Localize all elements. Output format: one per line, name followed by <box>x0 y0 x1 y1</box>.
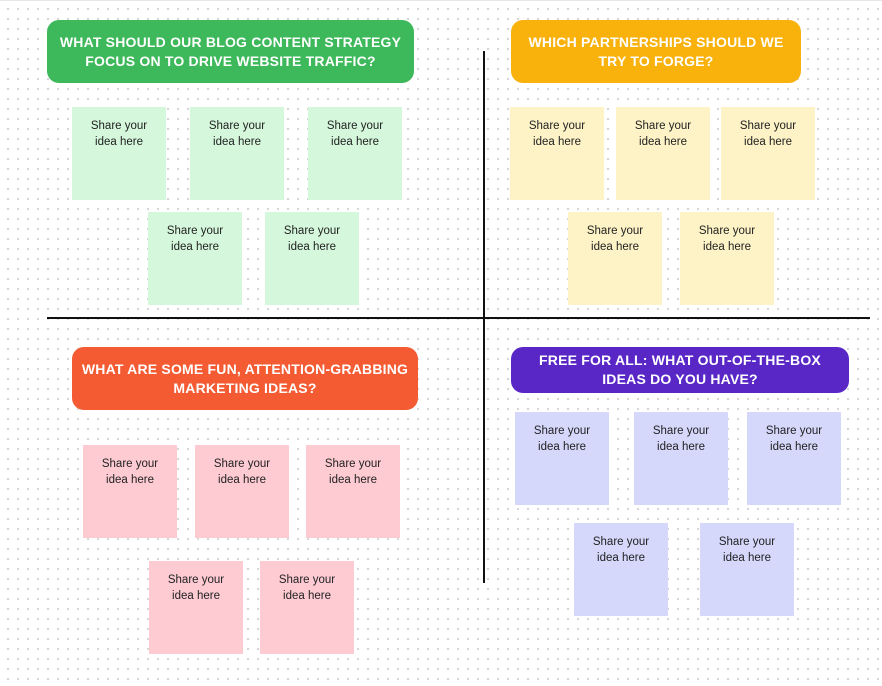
sticky-note-text: Share your idea here <box>698 225 756 253</box>
sticky-note-text: Share your idea here <box>739 120 797 148</box>
question-card-blog-strategy[interactable]: WHAT SHOULD OUR BLOG CONTENT STRATEGY FO… <box>47 20 414 83</box>
sticky-note[interactable]: Share your idea here <box>308 107 402 200</box>
sticky-note[interactable]: Share your idea here <box>72 107 166 200</box>
question-card-out-of-the-box[interactable]: FREE FOR ALL: WHAT OUT-OF-THE-BOX IDEAS … <box>511 347 849 393</box>
sticky-note[interactable]: Share your idea here <box>195 445 289 538</box>
sticky-note-text: Share your idea here <box>592 536 650 564</box>
sticky-note[interactable]: Share your idea here <box>510 107 604 200</box>
sticky-note-text: Share your idea here <box>634 120 692 148</box>
sticky-note-text: Share your idea here <box>278 574 336 602</box>
sticky-note-text: Share your idea here <box>586 225 644 253</box>
sticky-note[interactable]: Share your idea here <box>83 445 177 538</box>
sticky-note[interactable]: Share your idea here <box>700 523 794 616</box>
sticky-note[interactable]: Share your idea here <box>515 412 609 505</box>
quadrant-divider-horizontal <box>47 317 870 319</box>
sticky-note-text: Share your idea here <box>324 458 382 486</box>
sticky-note-text: Share your idea here <box>718 536 776 564</box>
sticky-note-text: Share your idea here <box>208 120 266 148</box>
sticky-note-text: Share your idea here <box>528 120 586 148</box>
sticky-note[interactable]: Share your idea here <box>721 107 815 200</box>
sticky-note[interactable]: Share your idea here <box>680 212 774 305</box>
sticky-note[interactable]: Share your idea here <box>260 561 354 654</box>
sticky-note-text: Share your idea here <box>765 425 823 453</box>
sticky-note[interactable]: Share your idea here <box>574 523 668 616</box>
question-card-partnerships[interactable]: WHICH PARTNERSHIPS SHOULD WE TRY TO FORG… <box>511 20 801 83</box>
sticky-note[interactable]: Share your idea here <box>634 412 728 505</box>
sticky-note-text: Share your idea here <box>283 225 341 253</box>
sticky-note[interactable]: Share your idea here <box>190 107 284 200</box>
sticky-note-text: Share your idea here <box>166 225 224 253</box>
sticky-note[interactable]: Share your idea here <box>568 212 662 305</box>
sticky-note[interactable]: Share your idea here <box>747 412 841 505</box>
sticky-note[interactable]: Share your idea here <box>149 561 243 654</box>
question-card-marketing-ideas[interactable]: WHAT ARE SOME FUN, ATTENTION-GRABBING MA… <box>72 347 418 410</box>
sticky-note[interactable]: Share your idea here <box>306 445 400 538</box>
sticky-note[interactable]: Share your idea here <box>616 107 710 200</box>
sticky-note-text: Share your idea here <box>101 458 159 486</box>
sticky-note[interactable]: Share your idea here <box>265 212 359 305</box>
sticky-note-text: Share your idea here <box>167 574 225 602</box>
sticky-note-text: Share your idea here <box>533 425 591 453</box>
sticky-note-text: Share your idea here <box>213 458 271 486</box>
sticky-note-text: Share your idea here <box>90 120 148 148</box>
sticky-note-text: Share your idea here <box>652 425 710 453</box>
sticky-note[interactable]: Share your idea here <box>148 212 242 305</box>
sticky-note-text: Share your idea here <box>326 120 384 148</box>
